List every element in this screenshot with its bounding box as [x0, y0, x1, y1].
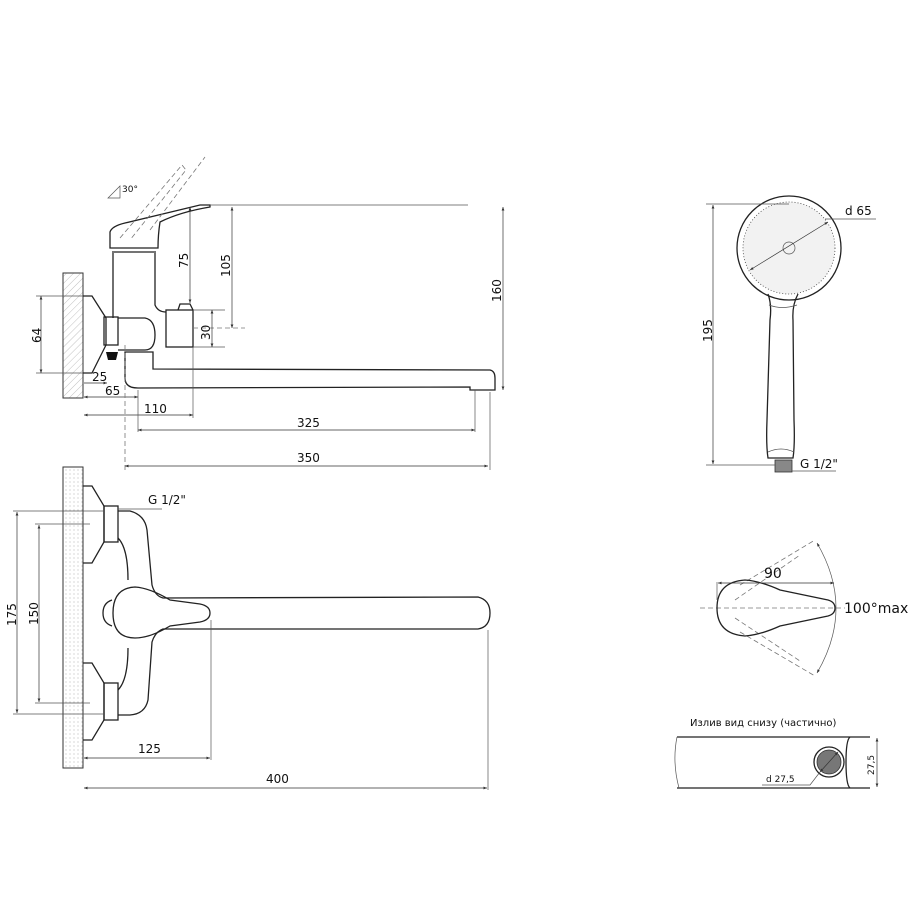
shower-handle [766, 293, 799, 459]
cartridge-cap [102, 599, 113, 627]
lever-rotation: 100°max [844, 601, 908, 617]
rotation-arc [816, 542, 837, 674]
shower-thread: G 1/2" [800, 457, 838, 471]
aerator-rim [813, 746, 845, 778]
dim-150: 150 [27, 602, 41, 625]
nut-top [103, 505, 119, 543]
eccentric-body [118, 317, 156, 351]
dim-350: 350 [297, 451, 320, 465]
wall-section [62, 466, 84, 769]
dim-160: 160 [490, 279, 504, 302]
shower-spray-face [742, 201, 836, 295]
lever-handle-top [112, 586, 211, 639]
shower-length: 195 [701, 319, 715, 342]
wall-section [62, 272, 84, 399]
dim-400: 400 [266, 772, 289, 786]
body-and-spout [118, 510, 491, 716]
lever-outline [716, 579, 836, 637]
diverter-knob [177, 303, 194, 311]
connector-nut [103, 316, 119, 346]
nut-bottom [103, 682, 119, 721]
spout-height: 27,5 [867, 755, 877, 775]
mixer-body [112, 253, 167, 318]
angle-label: 30° [122, 185, 138, 195]
lever-raised-outline [119, 164, 187, 241]
dim-175: 175 [5, 603, 19, 626]
top-view: G 1/2" 175 150 125 400 [5, 466, 491, 790]
dim-110: 110 [144, 402, 167, 416]
dim-30: 30 [199, 325, 213, 340]
lever-handle [109, 204, 211, 249]
wall-flange [83, 295, 107, 374]
lever-length: 90 [764, 566, 782, 582]
side-view: 30° 75 105 160 30 64 25 65 110 325 350 [30, 156, 505, 470]
spout-bottom-view: Излив вид снизу (частично) d 27,5 27,5 [674, 718, 879, 789]
dim-325: 325 [297, 416, 320, 430]
shower-head-rim [736, 195, 842, 301]
dim-25: 25 [92, 370, 107, 384]
diverter-block [165, 309, 194, 348]
shower-thread-connector [774, 459, 793, 473]
aerator-diameter: d 27,5 [766, 775, 795, 785]
shower-diameter: d 65 [845, 204, 872, 218]
spout-bottom-caption: Излив вид снизу (частично) [690, 718, 837, 729]
lever-rotation-view: 90 100°max [700, 539, 908, 677]
flange-bottom [83, 662, 105, 741]
dim-65: 65 [105, 384, 120, 398]
spout [124, 351, 496, 391]
dim-125: 125 [138, 742, 161, 756]
dim-64: 64 [30, 328, 44, 343]
dim-75: 75 [177, 253, 191, 268]
connector-cone [106, 352, 118, 360]
angle-symbol [107, 185, 121, 199]
thread-label: G 1/2" [148, 493, 186, 507]
flange-top [83, 485, 105, 564]
shower-head-view: d 65 195 G 1/2" [701, 195, 876, 473]
dim-105: 105 [219, 254, 233, 277]
